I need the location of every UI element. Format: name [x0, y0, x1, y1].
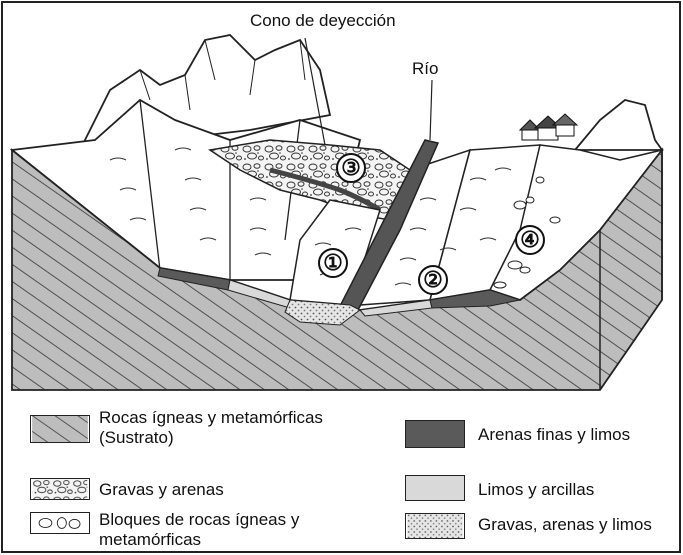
legend-blocks-line2: metamórficas: [99, 530, 202, 549]
legend-fine-sand-label: Arenas finas y limos: [478, 425, 631, 444]
legend-swatch-blocks: [30, 512, 90, 534]
legend-substrate-line2: (Sustrato): [99, 428, 174, 447]
section-gravel-sand-silt: [284, 299, 361, 326]
marker-1: ①: [318, 248, 348, 278]
marker-4: ④: [515, 225, 545, 255]
marker-2: ②: [418, 265, 448, 295]
legend-blocks-label: Bloques de rocas ígneas y metamórficas: [99, 510, 299, 550]
marker-3: ③: [336, 153, 366, 183]
legend-substrate-line1: Rocas ígneas y metamórficas: [99, 408, 323, 427]
legend-gravel-sand-label: Gravas y arenas: [99, 480, 224, 499]
legend-swatch-gravel-sand: [30, 478, 90, 500]
section-fine-sand-right: [429, 289, 522, 309]
village-houses-icon: [518, 113, 579, 141]
legend-blocks-line1: Bloques de rocas ígneas y: [99, 510, 300, 529]
fan-channel: [269, 167, 382, 213]
legend-gravel-sand-silt-label: Gravas, arenas y limos: [478, 515, 652, 534]
legend-swatch-substrate: [30, 415, 90, 443]
legend-substrate-label: Rocas ígneas y metamórficas (Sustrato): [99, 408, 323, 448]
legend-swatch-silt-clay: [405, 475, 465, 501]
river-label: Río: [412, 59, 439, 78]
legend-swatch-fine-sand: [405, 420, 465, 448]
legend-swatch-gravel-sand-silt: [405, 513, 465, 539]
right-mountain: [573, 99, 664, 151]
legend-silt-clay-label: Limos y arcillas: [478, 480, 595, 499]
alluvial-fan-label: Cono de deyección: [250, 11, 396, 30]
